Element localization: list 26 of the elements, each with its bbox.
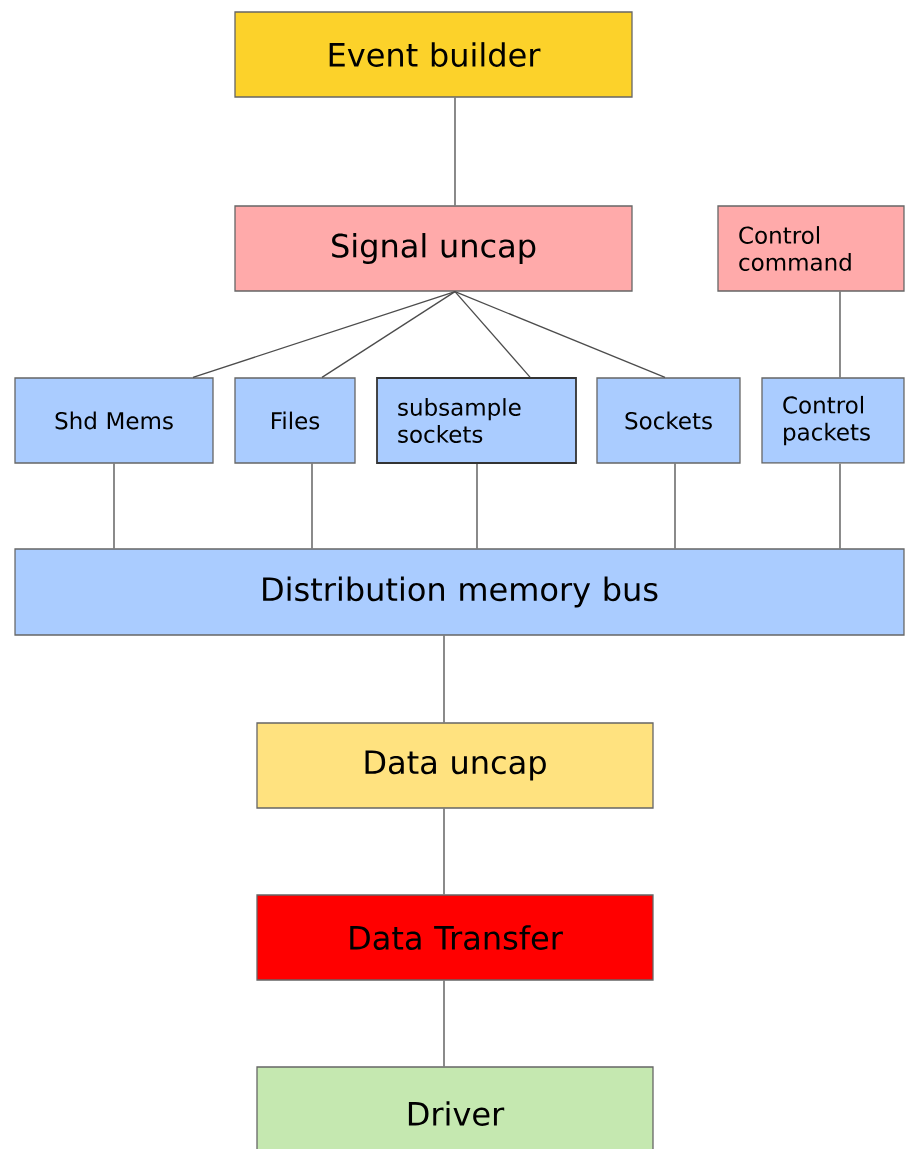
process-box: Data uncap — [256, 722, 654, 809]
process-box: Distribution memory bus — [14, 548, 905, 636]
process-box: subsample sockets — [376, 377, 577, 464]
connector-line — [454, 291, 531, 378]
connector-line — [443, 635, 445, 723]
process-box: Sockets — [596, 377, 741, 464]
connector-line — [839, 463, 841, 549]
process-box: Data Transfer — [256, 894, 654, 981]
connector-line — [192, 291, 456, 378]
connector-line — [674, 463, 676, 549]
connector-line — [443, 808, 445, 895]
connector-line — [839, 291, 841, 378]
process-box: Event builder — [234, 11, 633, 98]
process-box: Control command — [717, 205, 905, 292]
process-box: Signal uncap — [234, 205, 633, 292]
process-box: Shd Mems — [14, 377, 214, 464]
connector-line — [113, 463, 115, 549]
connector-line — [311, 463, 313, 549]
process-box: Files — [234, 377, 356, 464]
connector-line — [321, 291, 456, 378]
process-box: Driver — [256, 1066, 654, 1149]
connector-line — [454, 97, 456, 206]
connector-line — [443, 980, 445, 1067]
connector-line — [476, 463, 478, 549]
connector-line — [454, 291, 666, 378]
process-box: Control packets — [761, 377, 905, 464]
